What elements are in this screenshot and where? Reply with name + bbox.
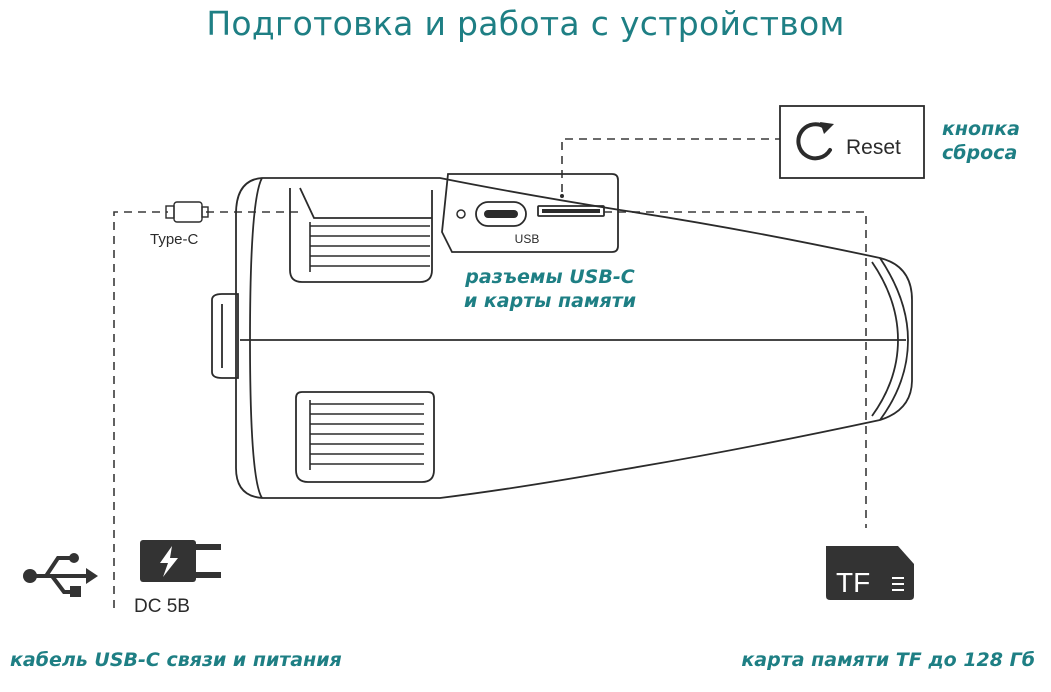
ports-label-line2: и карты памяти: [463, 290, 637, 312]
top-grip: [309, 222, 430, 272]
reset-label-line1: кнопка: [942, 118, 1020, 140]
reset-icon: [796, 122, 832, 161]
usb-port-label: USB: [515, 232, 540, 246]
port-panel: [441, 173, 619, 253]
type-c-plug-icon: [165, 201, 209, 223]
eyepiece-cap: [211, 293, 239, 379]
power-label: DC 5B: [134, 596, 190, 617]
charger-icon: [140, 540, 221, 582]
ports-label: разъемы USB-C и карты памяти: [440, 265, 660, 313]
cable-dashed-line: [113, 211, 168, 608]
tf-card-icon: TF: [826, 546, 914, 600]
monocular-device: [211, 173, 913, 499]
bottom-grip-housing: [295, 391, 435, 483]
reset-button-callout: Reset: [779, 105, 925, 179]
cable-label: кабель USB-C связи и питания: [10, 649, 342, 671]
reset-button-label: кнопка сброса: [942, 117, 1020, 165]
page-title: Подготовка и работа с устройством: [206, 4, 845, 43]
usb-icon: [23, 553, 98, 597]
status-led: [456, 209, 466, 219]
reset-hole: [560, 194, 564, 198]
bottom-grip: [309, 400, 424, 470]
reset-text: Reset: [846, 136, 901, 159]
usb-c-port: [475, 201, 527, 227]
type-c-label: Type-C: [150, 231, 199, 248]
tf-dashed-line: [604, 211, 867, 528]
front-lens: [879, 257, 909, 421]
connection-lines: [113, 138, 867, 608]
reset-dashed-line: [561, 138, 780, 192]
ports-label-line1: разъемы USB-C: [465, 266, 635, 288]
tf-card-label: карта памяти TF до 128 Гб: [741, 649, 1035, 671]
top-grip-housing: [289, 188, 433, 283]
tf-slot: [537, 205, 605, 217]
tf-card-text: TF: [836, 567, 870, 598]
reset-label-line2: сброса: [942, 142, 1018, 164]
